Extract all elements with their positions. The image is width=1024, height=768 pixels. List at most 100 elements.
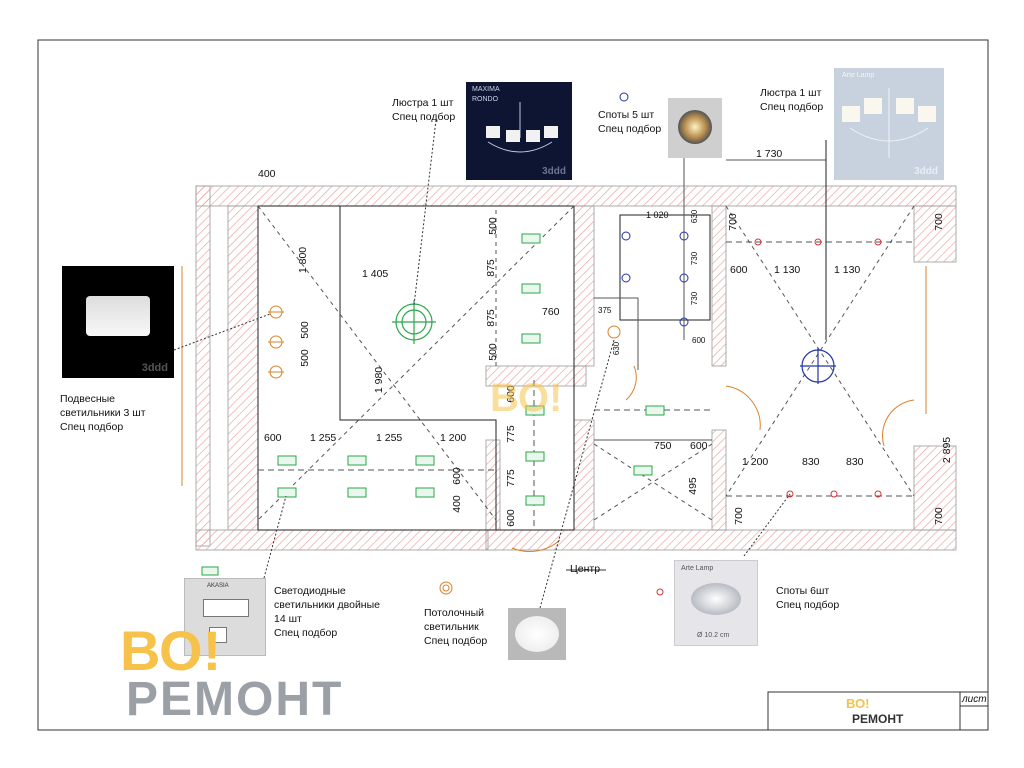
led-fixture-small — [209, 627, 227, 643]
legend-line: Спец подбор — [776, 599, 840, 611]
living-ceiling — [257, 205, 575, 531]
dim-bed-700-d: 700 — [932, 507, 945, 525]
legend-line: Спец подбор — [424, 635, 488, 647]
doors — [181, 266, 927, 552]
legend-line: Подвесные — [60, 393, 116, 405]
sheet-frame — [37, 39, 989, 731]
blue-spot-symbols — [619, 92, 689, 327]
dim-bot-1200: 1 200 — [440, 432, 467, 444]
photo2-text: Arte Lamp — [842, 72, 875, 79]
dim-bed-700-c: 700 — [732, 507, 745, 525]
legend-line: Спец подбор — [760, 101, 824, 113]
watermark-big-2: РЕМОНТ — [126, 673, 344, 726]
chandelier-bedroom-photo: Arte Lamp 3ddd — [834, 68, 944, 180]
spot6-photo: Arte Lamp Ø 10.2 cm — [674, 560, 758, 646]
dim-bed-1130-b: 1 130 — [834, 264, 861, 276]
dim-bot-400-v: 400 — [450, 495, 463, 513]
legend-spots-5: Споты 5 шт Спец подбор — [598, 108, 661, 136]
dim-bed-830-b: 830 — [846, 456, 864, 468]
title-logo-2: РЕМОНТ — [852, 712, 904, 726]
legend-spots-6: Споты 6шт Спец подбор — [776, 584, 839, 612]
legend-line: Споты 5 шт — [598, 109, 655, 121]
photo-watermark: 3ddd — [542, 166, 566, 177]
dim-hall-630: 630 — [690, 209, 700, 224]
dim-col-875-b: 875 — [484, 309, 497, 327]
legend-ceiling-light: Потолочный светильник Спец подбор — [424, 606, 487, 648]
dim-bot-1255-a: 1 255 — [310, 432, 337, 444]
dim-cor-775-a: 775 — [504, 425, 517, 443]
dim-bath-750: 750 — [654, 440, 672, 452]
dim-bath-495: 495 — [686, 477, 699, 495]
dim-hall-1020: 1 020 — [646, 210, 669, 220]
red-spot-symbols — [656, 238, 882, 596]
pendant-photo: 3ddd — [62, 266, 174, 378]
legend-line: светильник — [424, 621, 479, 633]
legend-line: Люстра 1 шт — [392, 97, 454, 109]
legend-line: Спец подбор — [392, 111, 456, 123]
dim-top-400: 400 — [258, 168, 276, 180]
dim-bed-700-b: 700 — [932, 213, 945, 231]
photo-brand: MAXIMA — [472, 86, 500, 93]
dim-cor-775-b: 775 — [504, 469, 517, 487]
ceiling-light-disc — [515, 616, 559, 652]
dim-bath-600: 600 — [690, 440, 708, 452]
dim-pend-500-b: 500 — [298, 349, 311, 367]
dim-bot-1255-b: 1 255 — [376, 432, 403, 444]
living-chandelier-symbol — [392, 300, 436, 344]
dim-bed-830-a: 830 — [802, 456, 820, 468]
watermark-big-1: ВО! — [120, 619, 222, 682]
spot6-size: Ø 10.2 cm — [697, 632, 730, 639]
dim-cor-600-b: 600 — [504, 509, 517, 527]
dim-col-500: 500 — [486, 217, 499, 235]
legend-chandelier-bedroom: Люстра 1 шт Спец подбор — [760, 86, 823, 114]
pendant-symbols — [268, 305, 621, 595]
chandelier-shapes — [486, 102, 558, 153]
watermark-center: ВО! — [490, 376, 563, 420]
leader-spots6 — [743, 493, 791, 557]
legend-line: Спец подбор — [60, 421, 124, 433]
pendant-watermark: 3ddd — [141, 362, 168, 374]
walls — [195, 185, 957, 551]
chandelier-rondo-photo: MAXIMA RONDO 3ddd — [466, 82, 572, 180]
legend-line: Светодиодные — [274, 585, 346, 597]
dim-col-875-a: 875 — [484, 259, 497, 277]
dim-hall-730-a: 730 — [690, 251, 700, 266]
legend-center: Центр — [570, 563, 601, 575]
spot-photo — [668, 98, 722, 158]
led-fixture — [203, 599, 249, 617]
ceiling-light-photo — [508, 608, 566, 660]
spot6-crystal — [691, 583, 741, 615]
legend-pendants: Подвесные светильники 3 шт Спец подбор — [60, 392, 146, 434]
legend-chandelier-living: Люстра 1 шт Спец подбор — [392, 96, 455, 124]
dim-col-500-b: 500 — [486, 343, 499, 361]
led-photo: AKASIA — [184, 578, 266, 656]
led-brand: AKASIA — [207, 583, 229, 589]
legend-line: Спец подбор — [274, 627, 338, 639]
photo2-watermark: 3ddd — [914, 166, 938, 177]
led-double-symbols — [201, 233, 665, 576]
dim-bot-600: 600 — [264, 432, 282, 444]
dim-1405: 1 405 — [362, 268, 389, 280]
dim-hall-730-b: 730 — [690, 291, 700, 306]
photo-brand-sub: RONDO — [472, 96, 499, 103]
dim-hall-630-v: 630 — [612, 341, 622, 356]
legend-line: Споты 6шт — [776, 585, 830, 597]
dim-hall-375: 375 — [598, 306, 612, 315]
dim-hall-600: 600 — [692, 336, 706, 345]
dim-bot-600-v: 600 — [450, 467, 463, 485]
leader-chandelier — [413, 119, 437, 306]
legend-led-double: Светодиодные светильники двойные 14 шт С… — [274, 584, 380, 640]
title-logo-1: ВО! — [846, 696, 870, 711]
title-sheet-label: лист — [962, 694, 987, 705]
spot-shape — [678, 110, 712, 144]
dim-bed-1130-a: 1 130 — [774, 264, 801, 276]
legend-line: Потолочный — [424, 607, 484, 619]
chandelier2-shapes — [842, 88, 936, 158]
legend-line: Спец подбор — [598, 123, 662, 135]
dim-bed-600: 600 — [730, 264, 748, 276]
leader-pendants — [173, 313, 271, 351]
dim-pend-500-a: 500 — [298, 321, 311, 339]
dim-bed-2895: 2 895 — [941, 436, 954, 464]
dim-1800: 1 800 — [297, 246, 310, 274]
